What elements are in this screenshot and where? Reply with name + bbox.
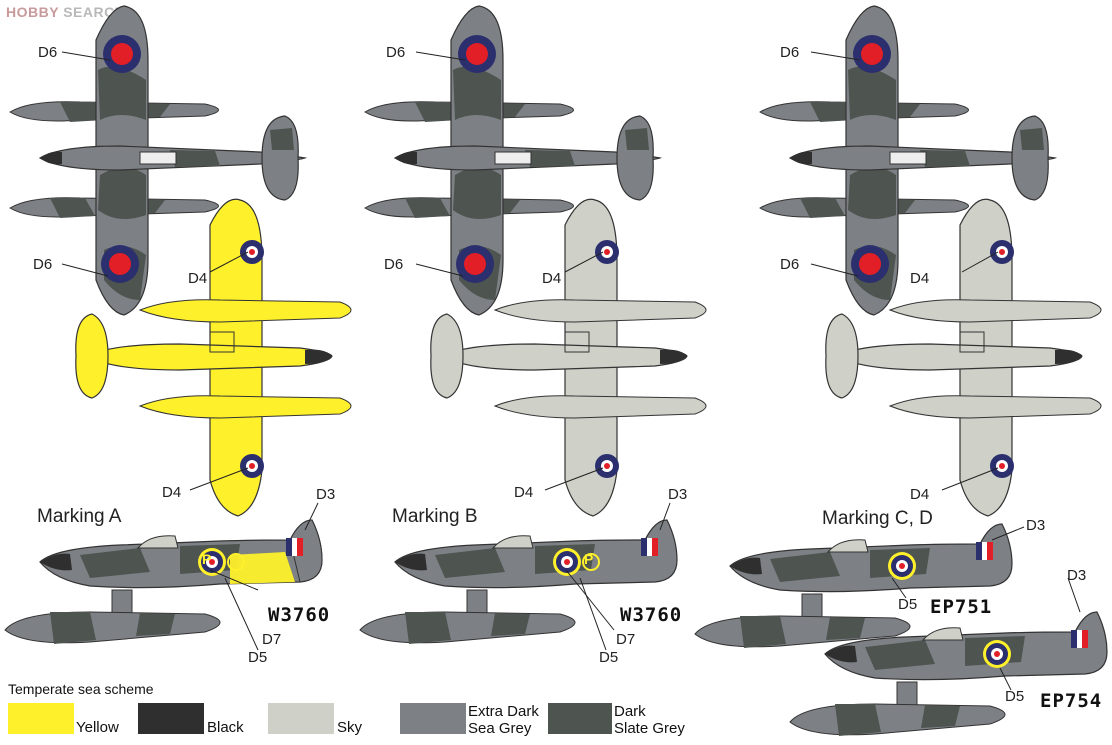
marking-a-title: Marking A — [37, 506, 122, 527]
callout-d7: D7 — [616, 631, 636, 648]
callout-d6: D6 — [386, 44, 406, 61]
callout-d4: D4 — [542, 270, 562, 287]
legend-label-dark-slate-2: Slate Grey — [614, 720, 685, 737]
swatch-extra-dark-sea-grey — [400, 703, 466, 734]
marking-a-code: P — [202, 551, 212, 567]
callout-d4: D4 — [514, 484, 534, 501]
watermark-brand: HOBBY — [6, 4, 59, 20]
swatch-dark-slate-grey — [548, 703, 612, 734]
legend-label-sky: Sky — [337, 719, 363, 736]
callout-d6: D6 — [780, 44, 800, 61]
marking-d-serial: EP754 — [1040, 690, 1103, 712]
legend-label-black: Black — [207, 719, 244, 736]
swatch-yellow — [8, 703, 74, 734]
callout-d6: D6 — [33, 256, 53, 273]
callout-d5: D5 — [248, 649, 268, 666]
legend-title: Temperate sea scheme — [8, 681, 154, 697]
legend-label-extra-dark-2: Sea Grey — [468, 720, 532, 737]
marking-b-serial: W3760 — [620, 604, 683, 626]
callout-d3: D3 — [1026, 517, 1046, 534]
callout-d6: D6 — [780, 256, 800, 273]
callout-d5: D5 — [898, 596, 918, 613]
marking-a-serial: W3760 — [268, 604, 331, 626]
callout-d6: D6 — [384, 256, 404, 273]
callout-d7: D7 — [262, 631, 282, 648]
legend-label-dark-slate-1: Dark — [614, 703, 646, 720]
callout-lines — [61, 51, 1081, 691]
callout-d3: D3 — [1067, 567, 1087, 584]
callout-d6: D6 — [38, 44, 58, 61]
callout-d5: D5 — [1005, 688, 1025, 705]
marking-b-side-view — [359, 519, 678, 645]
marking-c-side-view — [694, 523, 1013, 649]
callout-d4: D4 — [910, 486, 930, 503]
marking-cd-title: Marking C, D — [822, 508, 933, 529]
legend-label-extra-dark-1: Extra Dark — [468, 703, 539, 720]
legend-label-yellow: Yellow — [76, 719, 119, 736]
callout-d5: D5 — [599, 649, 619, 666]
marking-c-serial: EP751 — [930, 596, 993, 618]
callout-d3: D3 — [316, 486, 336, 503]
marking-a-side-view — [4, 519, 323, 645]
swatch-black — [138, 703, 204, 734]
swatch-sky — [268, 703, 334, 734]
marking-b-code: P — [584, 551, 594, 567]
callout-d4: D4 — [162, 484, 182, 501]
callout-d4: D4 — [910, 270, 930, 287]
marking-b-title: Marking B — [392, 506, 478, 527]
callout-d3: D3 — [668, 486, 688, 503]
callout-d4: D4 — [188, 270, 208, 287]
